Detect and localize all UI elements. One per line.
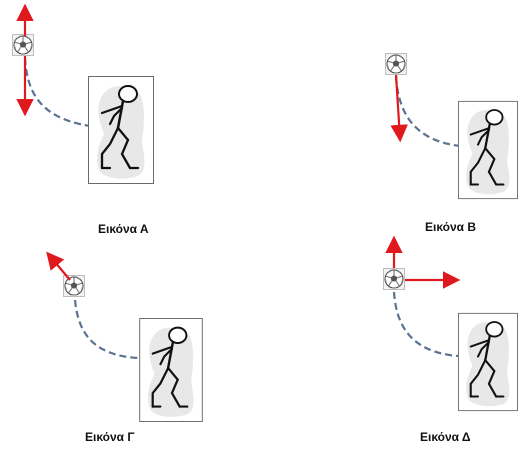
- trajectory-b: [394, 75, 461, 148]
- panel-a: [11, 3, 155, 185]
- player-figure: [87, 75, 155, 185]
- trajectory-c: [73, 299, 139, 360]
- ball-icon: [11, 33, 35, 57]
- caption-panel-b: Εικόνα Β: [425, 220, 477, 234]
- player-figure: [457, 100, 519, 200]
- ball-icon: [382, 267, 406, 291]
- panel-b: [384, 52, 519, 200]
- caption-panel-a: Εικόνα Α: [98, 222, 149, 236]
- ball-icon: [62, 274, 86, 298]
- panel-c: [46, 251, 204, 423]
- caption-panel-c: Εικόνα Γ: [85, 430, 135, 444]
- panel-d: [382, 235, 519, 412]
- velocity-arrow-down-b: [390, 74, 408, 143]
- trajectory-d: [392, 291, 459, 358]
- ball-icon: [384, 52, 408, 76]
- caption-panel-d: Εικόνα Δ: [420, 430, 471, 444]
- player-figure: [138, 317, 204, 423]
- velocity-arrow-up-left-c: [46, 251, 71, 281]
- player-figure: [457, 312, 519, 412]
- trajectory-a: [23, 57, 91, 128]
